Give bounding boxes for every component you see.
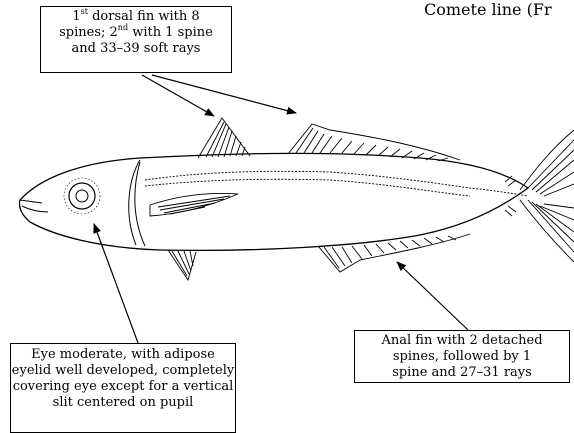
arrow-to-eye	[94, 224, 138, 343]
caudal-fin	[505, 130, 574, 262]
arrow-to-first-dorsal	[142, 75, 214, 116]
pelvic-fin	[168, 250, 196, 280]
eye	[69, 183, 95, 209]
fish-mouth	[20, 200, 48, 212]
first-dorsal-fin	[198, 118, 250, 158]
dorsal-fin-label: 1st dorsal fin with 8 spines; 2nd with 1…	[40, 6, 232, 73]
arrow-to-anal-fin	[397, 262, 468, 330]
lateral-line	[145, 171, 528, 196]
pupil	[76, 190, 88, 202]
pectoral-fin	[150, 193, 238, 216]
eye-label: Eye moderate, with adipose eyelid well d…	[10, 343, 236, 433]
arrow-to-second-dorsal	[152, 75, 296, 113]
anal-fin-label: Anal fin with 2 detached spines, followe…	[354, 330, 570, 383]
fish-body-outline	[19, 153, 528, 250]
gill-cover	[129, 160, 145, 246]
